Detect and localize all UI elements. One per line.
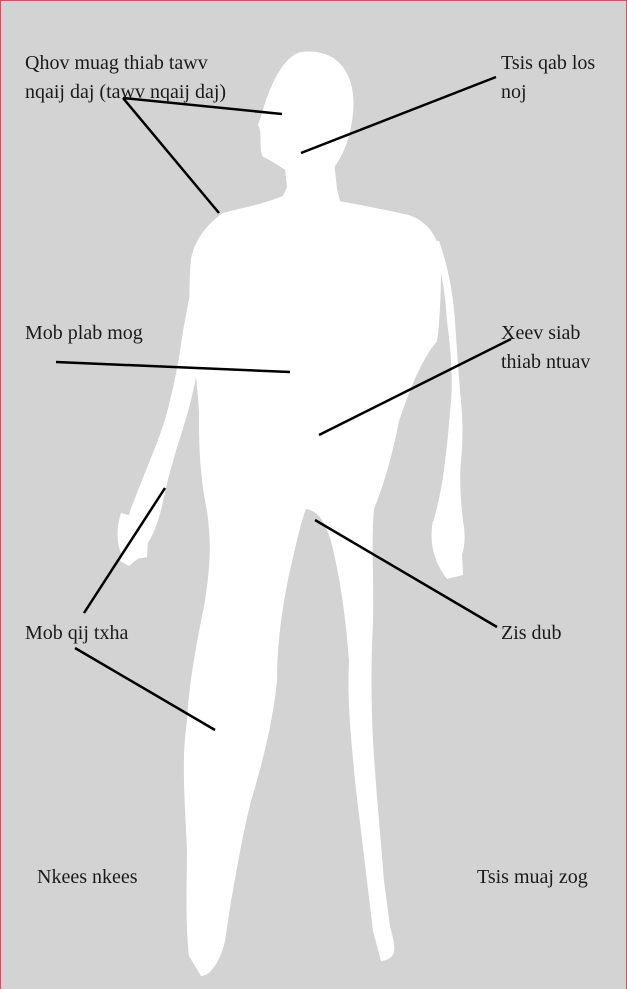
human-silhouette — [118, 51, 465, 976]
label-appetite-loss: Tsis qab los noj — [501, 49, 621, 107]
label-weakness: Tsis muaj zog — [477, 863, 622, 892]
label-dark-urine: Zis dub — [501, 619, 621, 648]
label-abdominal-pain: Mob plab mog — [25, 319, 225, 348]
label-nausea-vomiting: Xeev siab thiab ntuav — [501, 319, 621, 377]
label-joint-pain: Mob qij txha — [25, 619, 225, 648]
callout-joint-arm — [84, 488, 165, 613]
callout-neck-to-shoulder — [123, 98, 219, 213]
label-eye-skin-yellow: Qhov muag thiab tawv nqaij daj (tawv nqa… — [25, 49, 235, 107]
label-fatigue: Nkees nkees — [37, 863, 237, 892]
